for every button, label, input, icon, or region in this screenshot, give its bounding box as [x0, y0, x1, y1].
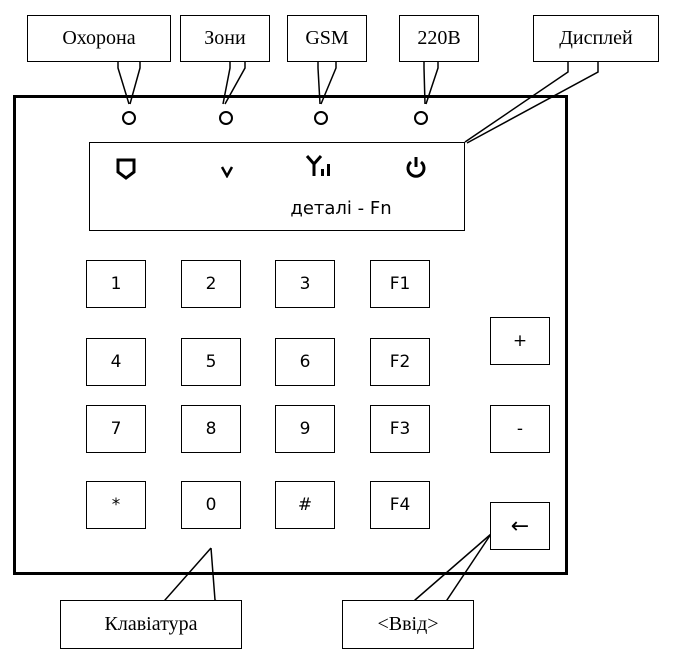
- key-8[interactable]: 8: [181, 405, 241, 453]
- key-plus[interactable]: +: [490, 317, 550, 365]
- antenna-signal-icon: [305, 155, 330, 176]
- display-text: деталі - Fn: [290, 198, 392, 219]
- key-0[interactable]: 0: [181, 481, 241, 529]
- key-f3[interactable]: F3: [370, 405, 430, 453]
- led-security: [122, 111, 136, 125]
- label-gsm: GSM: [287, 15, 367, 62]
- led-zones: [219, 111, 233, 125]
- key-minus[interactable]: -: [490, 405, 550, 453]
- label-power: 220В: [399, 15, 479, 62]
- power-icon: [406, 157, 426, 178]
- key-5[interactable]: 5: [181, 338, 241, 386]
- key-star[interactable]: *: [86, 481, 146, 529]
- label-display: Дисплей: [533, 15, 659, 62]
- checkmark-icon: [220, 166, 234, 178]
- key-9[interactable]: 9: [275, 405, 335, 453]
- key-3[interactable]: 3: [275, 260, 335, 308]
- key-enter[interactable]: ←: [490, 502, 550, 550]
- key-hash[interactable]: #: [275, 481, 335, 529]
- key-f4[interactable]: F4: [370, 481, 430, 529]
- device-panel: [13, 95, 568, 575]
- label-enter: <Ввід>: [342, 600, 474, 649]
- key-6[interactable]: 6: [275, 338, 335, 386]
- led-power: [414, 111, 428, 125]
- key-f1[interactable]: F1: [370, 260, 430, 308]
- key-7[interactable]: 7: [86, 405, 146, 453]
- key-1[interactable]: 1: [86, 260, 146, 308]
- led-gsm: [314, 111, 328, 125]
- key-4[interactable]: 4: [86, 338, 146, 386]
- shield-icon: [116, 158, 136, 180]
- key-2[interactable]: 2: [181, 260, 241, 308]
- label-security: Охорона: [27, 15, 171, 62]
- lcd-display: [89, 142, 465, 231]
- key-f2[interactable]: F2: [370, 338, 430, 386]
- label-keyboard: Клавіатура: [60, 600, 242, 649]
- label-zones: Зони: [180, 15, 270, 62]
